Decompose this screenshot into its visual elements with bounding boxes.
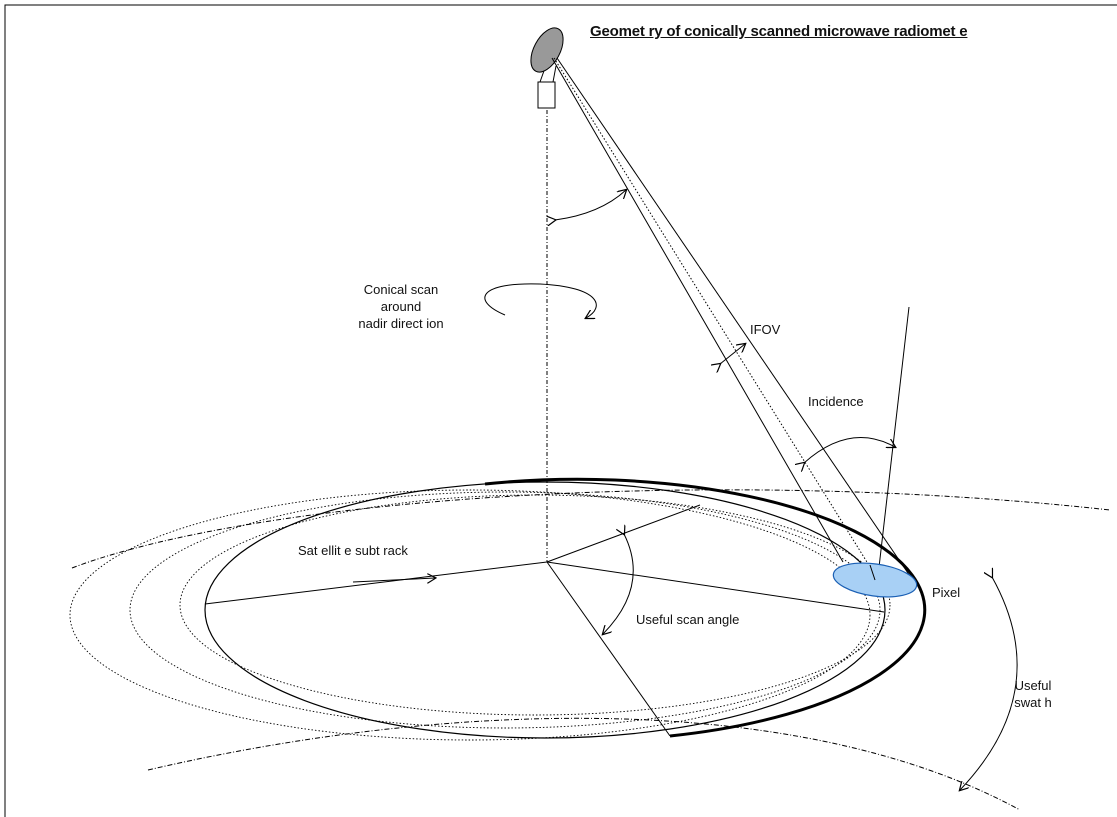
useful-scan-arc bbox=[484, 477, 927, 738]
ifov-arrow bbox=[720, 344, 745, 364]
beam-center bbox=[553, 57, 876, 576]
scan-line-back bbox=[546, 561, 671, 737]
pixel-label: Pixel bbox=[932, 585, 961, 600]
conical-scan-line-2: around bbox=[380, 299, 422, 314]
satellite-body bbox=[537, 81, 556, 109]
scan-angle-arrow bbox=[603, 534, 634, 634]
scan-angle-label: Useful scan angle bbox=[636, 612, 740, 627]
swath-boundary-upper bbox=[71, 489, 1111, 569]
swath-label: Useful swat h bbox=[1005, 677, 1061, 711]
ifov-label: IFOV bbox=[750, 322, 781, 337]
beam-edge-right bbox=[556, 57, 913, 580]
antenna-strut-2 bbox=[552, 65, 557, 83]
swath-boundary-lower bbox=[147, 717, 1021, 811]
nadir-angle-arrow bbox=[555, 190, 626, 220]
scan-line-forward bbox=[546, 504, 701, 563]
scan-ellipse-dotted-outer bbox=[69, 489, 871, 741]
subtrack-label: Sat ellit e subt rack bbox=[298, 543, 408, 558]
subtrack-direction-arrow bbox=[352, 578, 435, 582]
conical-scan-line-1: Conical scan bbox=[363, 282, 439, 297]
scan-ellipse bbox=[204, 481, 886, 739]
swath-line-2: swat h bbox=[1014, 695, 1052, 710]
incidence-label: Incidence bbox=[808, 394, 864, 409]
incidence-arc-arrow bbox=[804, 437, 895, 463]
conical-scan-label: Conical scan around nadir direct ion bbox=[340, 281, 462, 332]
antenna-dish bbox=[530, 27, 564, 73]
scan-ellipse-dotted-middle bbox=[129, 491, 881, 729]
rotation-arrow bbox=[484, 283, 597, 318]
swath-line-1: Useful bbox=[1014, 678, 1052, 693]
beam-center-tip bbox=[869, 564, 876, 581]
scan-ellipse-dotted-inner bbox=[179, 494, 891, 716]
diagram-title: Geomet ry of conically scanned microwave… bbox=[590, 23, 968, 40]
swath-arrow bbox=[960, 577, 1018, 790]
scan-line-across bbox=[546, 561, 885, 613]
conical-scan-line-3: nadir direct ion bbox=[358, 316, 444, 331]
subtrack-line bbox=[204, 561, 548, 605]
beam-edge-left bbox=[551, 57, 844, 563]
frame-border bbox=[4, 4, 1117, 817]
